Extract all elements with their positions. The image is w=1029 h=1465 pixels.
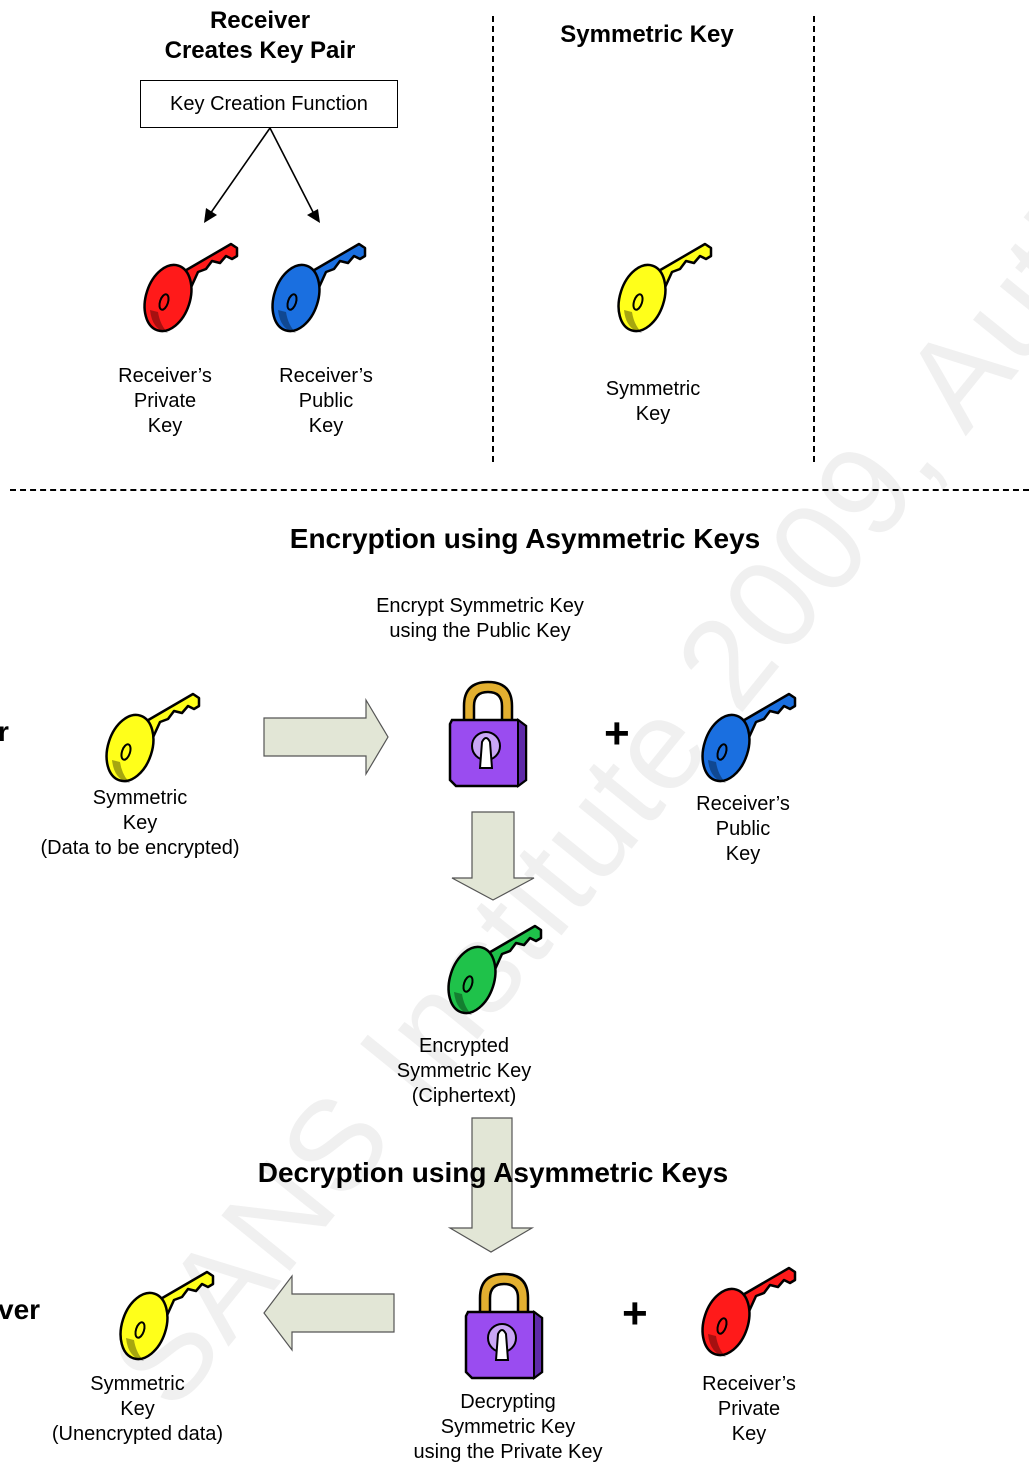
encrypt-public-key-icon	[694, 682, 804, 792]
sender-label-fragment: r	[0, 716, 9, 747]
encrypt-lock-icon	[446, 676, 530, 788]
key-creation-function-label: Key Creation Function	[170, 92, 368, 115]
encryption-title: Encryption using Asymmetric Keys	[289, 523, 761, 554]
arrow-to-public-key	[262, 126, 332, 226]
decrypt-private-key-label: Receiver’s Private Key	[702, 1373, 796, 1445]
separator-right	[813, 16, 815, 462]
decrypt-private-key-icon	[694, 1256, 804, 1366]
unencrypted-symmetric-key-label: Symmetric Key (Unencrypted data)	[51, 1373, 224, 1445]
encrypt-plus-sign: +	[604, 709, 630, 758]
separator-horizontal	[10, 489, 1029, 491]
receiver-private-key-label: Receiver’s Private Key	[118, 365, 212, 437]
decrypt-lock-icon	[462, 1268, 546, 1380]
receiver-public-key-label: Receiver’s Public Key	[279, 365, 373, 437]
encrypted-key-label: Encrypted Symmetric Key (Ciphertext)	[396, 1035, 532, 1107]
data-symmetric-key-icon	[98, 682, 208, 792]
decrypt-step-label: Decrypting Symmetric Key using the Priva…	[413, 1391, 603, 1463]
unencrypted-symmetric-key-icon	[112, 1260, 222, 1370]
separator-left	[492, 16, 494, 462]
data-symmetric-key-label: Symmetric Key (Data to be encrypted)	[40, 787, 240, 859]
encrypted-key-icon	[440, 914, 550, 1024]
receiver-public-key-icon	[264, 232, 374, 342]
symmetric-key-title: Symmetric Key	[560, 21, 734, 48]
arrow-left-from-decrypt	[262, 1274, 396, 1352]
symmetric-key-label: Symmetric Key	[605, 378, 701, 425]
arrow-right-to-encrypt	[262, 697, 390, 777]
encrypt-public-key-label: Receiver’s Public Key	[696, 793, 790, 865]
encrypt-step-label: Encrypt Symmetric Key using the Public K…	[376, 595, 584, 642]
key-creation-function-box: Key Creation Function	[140, 80, 398, 128]
receiver-private-key-icon	[136, 232, 246, 342]
key-pair-title: Receiver Creates Key Pair	[164, 7, 356, 64]
arrow-down-to-decrypt	[447, 1116, 535, 1254]
arrow-down-to-ciphertext	[450, 810, 536, 902]
decrypt-plus-sign: +	[622, 1289, 648, 1338]
arrow-to-private-key	[200, 126, 275, 226]
symmetric-key-icon	[610, 232, 720, 342]
decryption-title: Decryption using Asymmetric Keys	[257, 1157, 729, 1188]
receiver-label-fragment: ver	[0, 1294, 41, 1325]
